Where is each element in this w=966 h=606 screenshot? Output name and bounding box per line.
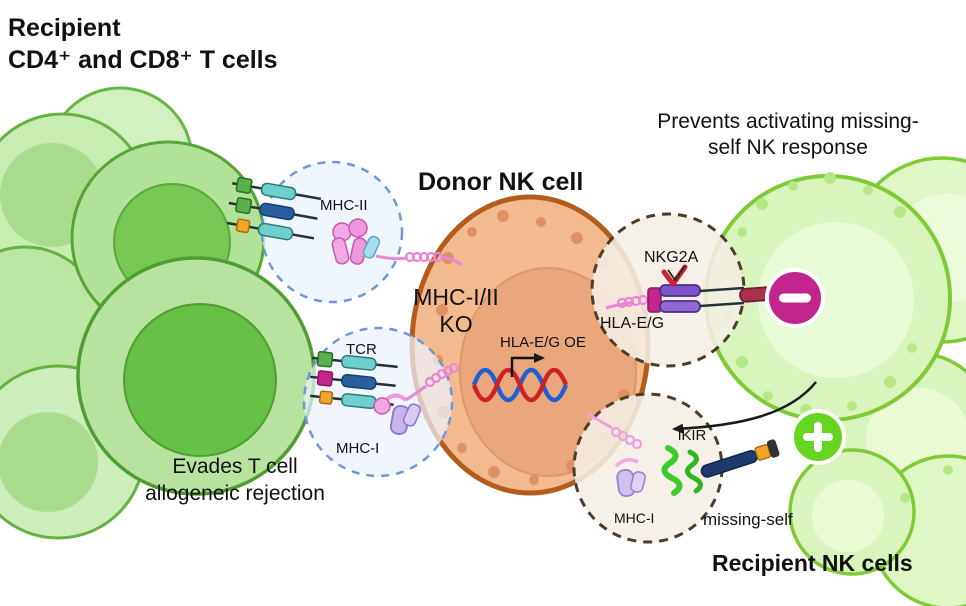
ikir-label: iKIR (678, 427, 707, 444)
promoter-arrow (510, 353, 545, 377)
recipient-t-cell-cluster (0, 86, 316, 540)
missing-self-label: missing-self (703, 510, 793, 529)
minus-icon (779, 293, 811, 303)
recipient-nk-cell-cluster (704, 156, 966, 606)
membrane-coil-bottom (424, 362, 460, 388)
recipient-nk-title: Recipient NK cells (712, 550, 913, 576)
dna-helix (471, 353, 569, 403)
evades-annotation-line2: allogeneic rejection (145, 482, 325, 505)
hla-eg-coil (616, 294, 649, 309)
tcr-label: TCR (346, 341, 377, 358)
prevents-annotation-line1: Prevents activating missing- (657, 110, 919, 133)
ikir-receptor (587, 412, 780, 497)
minus-badge (765, 268, 825, 328)
mhc-ko-label-line1: MHC-I/II (413, 284, 499, 310)
mhc1-molecule (373, 362, 460, 435)
donor-nk-title: Donor NK cell (418, 168, 584, 196)
hla-oe-label: HLA-E/G OE (500, 334, 586, 351)
hla-eg-label: HLA-E/G (600, 315, 665, 332)
prevents-annotation-line2: self NK response (708, 136, 868, 159)
missing-self-arrow (672, 381, 817, 434)
mhc2-label: MHC-II (320, 197, 368, 214)
evades-annotation-line1: Evades T cell (172, 455, 298, 478)
mhc1-right-label: MHC-I (614, 510, 655, 526)
mhc2-molecule (331, 218, 463, 267)
activating-ligand-rod (700, 439, 780, 478)
nkg2a-label: NKG2A (644, 249, 699, 266)
recipient-t-title-line1: Recipient (8, 14, 121, 42)
tcr-complex-top (227, 176, 322, 241)
plus-badge (790, 409, 846, 465)
mhc1-left-label: MHC-I (336, 440, 380, 457)
mhc2-inset-circle (260, 160, 404, 304)
tcr-complex-bottom (309, 351, 398, 410)
nkg2a-receptor (605, 264, 773, 313)
recipient-t-title-line2: CD4⁺ and CD8⁺ T cells (8, 46, 278, 74)
mhc-ko-label-line2: KO (439, 311, 473, 337)
missing-mhc-coil (610, 426, 643, 450)
